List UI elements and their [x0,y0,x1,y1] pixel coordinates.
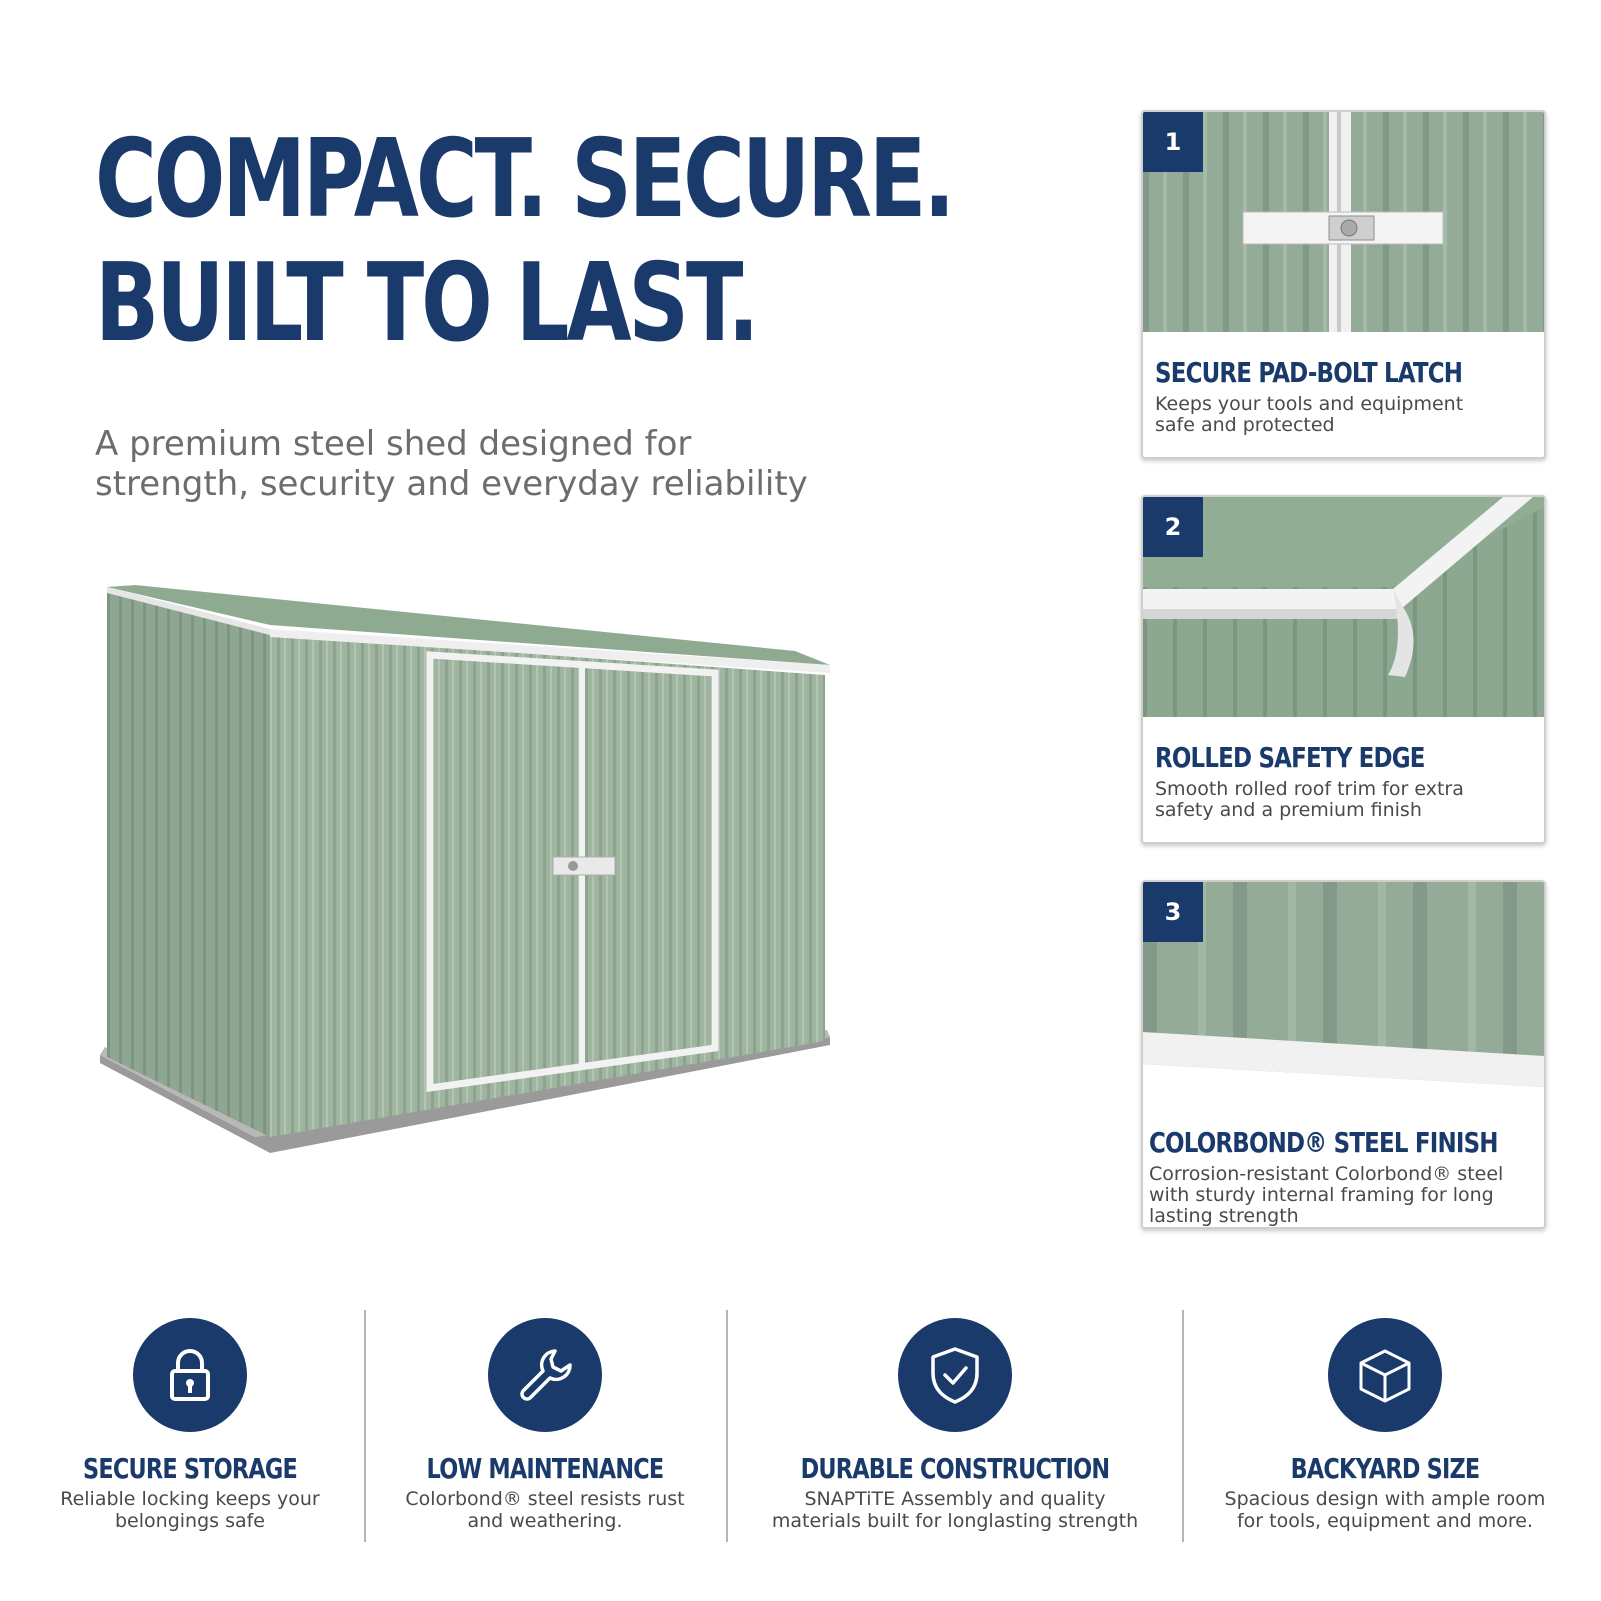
feature-description-line: Reliable locking keeps your [60,1488,320,1510]
box-icon [1328,1318,1442,1432]
headline: COMPACT. SECURE. BUILT TO LAST. [95,117,955,366]
feature-description-line: materials built for longlasting strength [771,1510,1139,1532]
feature-description: Reliable locking keeps your belongings s… [40,1488,340,1532]
card-description-line: safety and a premium finish [1155,799,1422,821]
card-title: ROLLED SAFETY EDGE [1155,741,1425,774]
wrench-icon [488,1318,602,1432]
card-title: COLORBOND® STEEL FINISH [1149,1126,1499,1159]
feature-divider [364,1310,366,1542]
feature-divider [726,1310,728,1542]
headline-line-1: COMPACT. SECURE. [95,117,955,242]
card-description-line: Smooth rolled roof trim for extra [1155,778,1464,800]
headline-line-2: BUILT TO LAST. [95,241,760,366]
card-image-roof-edge: 2 [1143,497,1544,717]
feature-durable-construction: DURABLE CONSTRUCTION SNAPTiTE Assembly a… [750,1318,1160,1532]
card-number-badge: 3 [1143,882,1203,942]
feature-description-line: Colorbond® steel resists rust [405,1488,685,1510]
feature-description-line: and weathering. [467,1510,623,1532]
feature-card-colorbond-steel-finish: 3 COLORBOND® STEEL FINISH Corrosion-resi… [1141,880,1546,1229]
feature-description: Spacious design with ample room for tool… [1210,1488,1560,1532]
shed-image [100,585,830,1153]
feature-description: SNAPTiTE Assembly and quality materials … [750,1488,1160,1532]
card-description: Smooth rolled roof trim for extra safety… [1155,779,1532,821]
feature-title: DURABLE CONSTRUCTION [800,1452,1111,1485]
feature-card-pad-bolt-latch: 1 SECURE PAD-BOLT LATCH Keeps your tools… [1141,110,1546,459]
subtitle-line-2: strength, security and everyday reliabil… [95,464,808,504]
card-description: Corrosion-resistant Colorbond® steel wit… [1149,1164,1532,1227]
feature-description: Colorbond® steel resists rust and weathe… [390,1488,700,1532]
card-image-latch: 1 [1143,112,1544,332]
card-description-line: Keeps your tools and equipment [1155,393,1464,415]
shield-check-icon [898,1318,1012,1432]
card-image-steel-panel: 3 [1143,882,1544,1102]
card-description-line: Corrosion-resistant Colorbond® steel [1149,1163,1504,1185]
feature-secure-storage: SECURE STORAGE Reliable locking keeps yo… [40,1318,340,1532]
feature-backyard-size: BACKYARD SIZE Spacious design with ample… [1210,1318,1560,1532]
card-description-line: safe and protected [1155,414,1335,436]
subtitle: A premium steel shed designed for streng… [95,424,995,504]
feature-card-rolled-safety-edge: 2 ROLLED SAFETY EDGE Smooth rolled roof … [1141,495,1546,844]
feature-description-line: SNAPTiTE Assembly and quality [804,1488,1106,1510]
feature-title: BACKYARD SIZE [1290,1452,1481,1485]
feature-description-line: for tools, equipment and more. [1236,1510,1534,1532]
card-description-line: lasting strength [1149,1205,1299,1227]
feature-description-line: Spacious design with ample room [1224,1488,1546,1510]
card-description: Keeps your tools and equipment safe and … [1155,394,1532,436]
card-title: SECURE PAD-BOLT LATCH [1155,356,1463,389]
card-number-badge: 1 [1143,112,1203,172]
feature-low-maintenance: LOW MAINTENANCE Colorbond® steel resists… [390,1318,700,1532]
card-description-line: with sturdy internal framing for long [1149,1184,1494,1206]
feature-description-line: belongings safe [115,1510,265,1532]
feature-divider [1182,1310,1184,1542]
feature-title: LOW MAINTENANCE [426,1452,665,1485]
lock-icon [133,1318,247,1432]
feature-title: SECURE STORAGE [83,1452,298,1485]
subtitle-line-1: A premium steel shed designed for [95,424,692,464]
card-number-badge: 2 [1143,497,1203,557]
